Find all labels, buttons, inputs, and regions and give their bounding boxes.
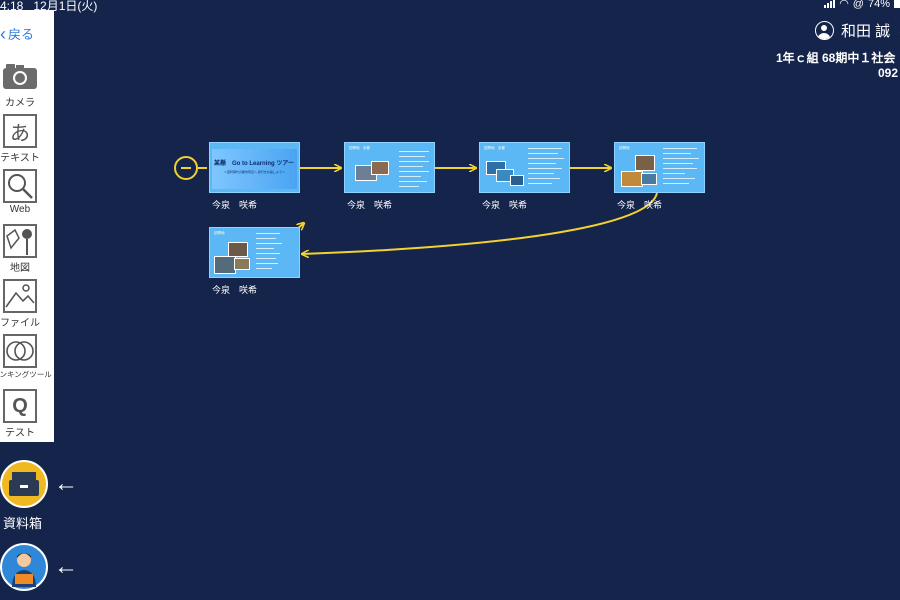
tool-web[interactable]: Web [0,168,40,215]
tool-label: テキスト [0,153,40,164]
slide-card[interactable]: 訪問地 京都 [344,142,435,193]
tool-map[interactable]: 地図 [0,223,40,274]
slide-heading: 訪問地 京都 [484,146,505,150]
status-bar-left: 4:18 12月1日(火) [0,0,97,14]
slide-card[interactable]: 訪問地 京都 [479,142,570,193]
teacher-avatar-icon [12,553,36,587]
tool-thinking[interactable]: シンキングツール [0,333,52,380]
connector-arrow [302,192,658,254]
slide-photo [214,256,236,274]
back-label: 戻る [8,27,35,42]
slide-title: 某懸 Go to Learning ツアー [214,161,294,167]
status-bar-right: ◠ @ 74% [824,0,900,10]
tool-text[interactable]: あ テキスト [0,113,40,164]
materials-box-label: 資料箱 [3,516,43,531]
magnifier-icon [3,169,37,203]
slide-photo [371,161,389,175]
card-author: 今泉 咲希 [347,200,393,210]
slide-photo [228,242,248,257]
card-author: 今泉 咲希 [617,200,663,210]
slide-heading: 訪問地 [214,231,225,235]
teacher-button[interactable] [0,543,48,591]
chevron-left-icon: ‹ [0,23,6,44]
slide-title-background [212,149,297,189]
tool-test[interactable]: Q テスト [0,388,40,439]
slide-photo [635,155,655,171]
tool-label: Web [9,204,31,215]
tool-label: カメラ [5,98,35,109]
slide-subtitle: 〜室町時代の都市周辺へ 旅行を計画しよう〜 [224,170,285,174]
text-hiragana-icon: あ [3,114,37,148]
back-button[interactable]: ‹ 戻る [0,24,34,43]
camera-icon [2,58,38,94]
map-pin-icon [3,224,37,258]
tool-label: テスト [5,428,35,439]
slide-photo [510,175,524,186]
slide-heading: 訪問地 京都 [349,146,370,150]
tool-label: ファイル [0,318,40,329]
collapse-minus-button[interactable] [174,156,198,180]
tool-camera[interactable]: カメラ [0,58,40,109]
orientation-lock-icon: @ [852,0,864,10]
status-time: 4:18 [0,0,24,13]
card-author: 今泉 咲希 [482,200,528,210]
slide-photo [641,173,657,185]
user-icon [815,21,834,40]
battery-percent: 74% [867,0,890,10]
slide-card[interactable]: 訪問地 [209,227,300,278]
battery-icon [894,0,900,8]
slide-photo [621,171,643,187]
image-file-icon [3,279,37,313]
materials-box-button[interactable] [0,460,48,508]
venn-diagram-icon [3,334,37,368]
inbox-tray-icon [9,472,39,496]
tool-sidebar: ‹ 戻る カメラ あ テキスト Web 地図 [0,10,54,442]
test-q-icon: Q [3,389,37,423]
user-menu[interactable]: 和田 誠 ⌄ [815,20,900,41]
tool-label: 地図 [10,263,30,274]
class-code: 092 [878,66,899,80]
chevron-down-icon: ⌄ [897,23,900,39]
slide-card[interactable]: 某懸 Go to Learning ツアー 〜室町時代の都市周辺へ 旅行を計画し… [209,142,300,193]
slide-heading: 訪問地 [619,146,630,150]
status-date: 12月1日(火) [33,0,98,13]
slide-photo [234,258,250,270]
arrow-left-icon: ← [54,553,78,580]
cellular-signal-icon [824,0,836,8]
wifi-icon: ◠ [839,0,849,10]
user-name: 和田 誠 [841,23,891,40]
slide-card[interactable]: 訪問地 [614,142,705,193]
card-author: 今泉 咲希 [212,285,258,295]
tool-file[interactable]: ファイル [0,278,40,329]
class-info: 1年ｃ組 68期中１社会 [776,51,896,65]
arrow-left-icon: ← [54,470,78,497]
card-author: 今泉 咲希 [212,200,258,210]
tool-label: シンキングツール [0,370,52,379]
